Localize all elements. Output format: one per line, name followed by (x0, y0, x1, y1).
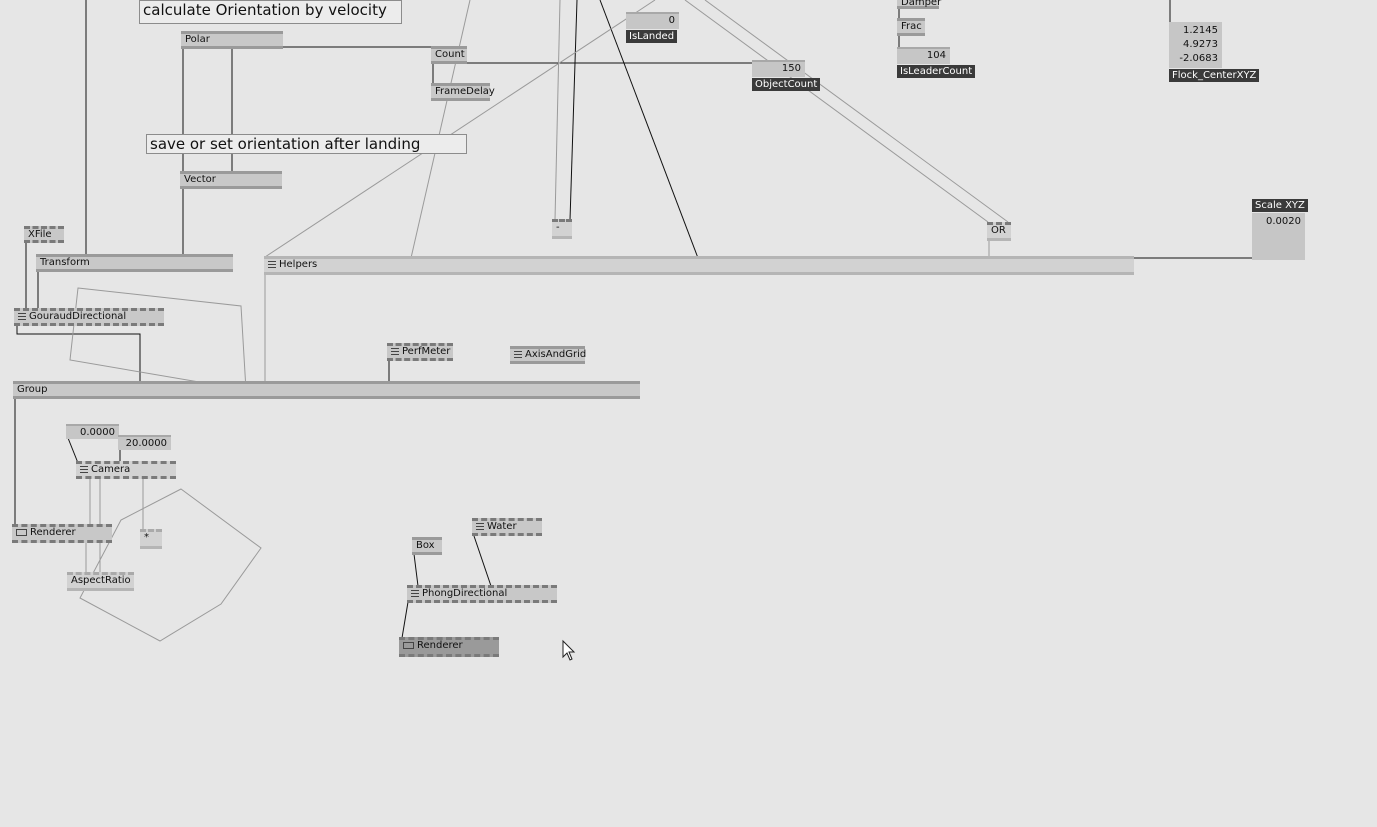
node-helpers-text: Helpers (279, 259, 318, 270)
is-landed-value[interactable]: 0 (626, 12, 679, 29)
node-camera-text: Camera (91, 464, 131, 475)
node-transform[interactable]: Transform (36, 254, 233, 272)
node-minus[interactable]: - (552, 219, 572, 239)
subpatch-icon (268, 261, 276, 268)
window-icon (16, 529, 27, 536)
comment-orientation: calculate Orientation by velocity (139, 0, 402, 24)
subpatch-icon (411, 590, 419, 597)
node-minus-label: - (556, 222, 560, 233)
node-aspect-label: AspectRatio (71, 575, 131, 586)
subpatch-icon (514, 351, 522, 358)
node-gouraud-text: GouraudDirectional (29, 311, 127, 322)
node-vector[interactable]: Vector (180, 171, 282, 189)
is-leader-count-tag: IsLeaderCount (897, 65, 976, 78)
node-renderer-1-label: Renderer (16, 527, 76, 539)
node-gouraud-directional[interactable]: GouraudDirectional (14, 308, 164, 326)
node-transform-label: Transform (40, 257, 90, 268)
flock-x-value: 1.2145 (1183, 25, 1218, 36)
node-helpers-label: Helpers (268, 259, 317, 271)
node-box[interactable]: Box (412, 537, 442, 555)
node-renderer-1-text: Renderer (30, 527, 76, 538)
flock-y-value: 4.9273 (1183, 39, 1218, 50)
node-damper-label: Damper (901, 0, 942, 8)
node-count-label: Count (435, 49, 465, 60)
node-frame-delay-label: FrameDelay (435, 86, 495, 97)
node-perfmeter[interactable]: PerfMeter (387, 343, 453, 361)
node-polar[interactable]: Polar (181, 31, 283, 49)
camera-input-a[interactable]: 0.0000 (66, 424, 119, 439)
node-phong-label: PhongDirectional (411, 588, 507, 600)
node-axis-grid-text: AxisAndGrid (525, 349, 587, 360)
node-vector-label: Vector (184, 174, 216, 185)
flock-z-value: -2.0683 (1179, 53, 1218, 64)
subpatch-icon (476, 523, 484, 530)
scale-xyz-value[interactable]: 0.0020 (1252, 213, 1305, 260)
node-axis-grid-label: AxisAndGrid (514, 349, 586, 361)
scale-xyz-tag: Scale XYZ (1252, 199, 1308, 212)
node-frame-delay[interactable]: FrameDelay (431, 83, 495, 101)
object-count-tag: ObjectCount (752, 78, 821, 91)
node-camera-label: Camera (80, 464, 130, 476)
is-leader-count-value[interactable]: 104 (897, 47, 950, 64)
node-renderer-1[interactable]: Renderer (12, 524, 112, 543)
node-polar-label: Polar (185, 34, 210, 45)
node-group-label: Group (17, 384, 48, 395)
node-renderer-2-label: Renderer (403, 640, 463, 652)
node-frac-label: Frac (901, 21, 922, 32)
node-count[interactable]: Count (431, 46, 467, 64)
node-camera[interactable]: Camera (76, 461, 176, 479)
is-landed-tag: IsLanded (626, 30, 678, 43)
node-helpers[interactable]: Helpers (264, 256, 1134, 275)
node-xfile-label: XFile (28, 229, 52, 240)
node-perfmeter-text: PerfMeter (402, 346, 451, 357)
node-renderer-2[interactable]: Renderer (399, 637, 499, 657)
node-water-text: Water (487, 521, 517, 532)
node-phong-text: PhongDirectional (422, 588, 508, 599)
camera-input-b[interactable]: 20.0000 (118, 435, 171, 450)
node-gouraud-label: GouraudDirectional (18, 311, 126, 323)
subpatch-icon (80, 466, 88, 473)
node-or-label: OR (991, 225, 1006, 236)
node-axis-and-grid[interactable]: AxisAndGrid (510, 346, 586, 364)
node-group[interactable]: Group (13, 381, 640, 399)
node-water[interactable]: Water (472, 518, 542, 536)
object-count-value[interactable]: 150 (752, 60, 805, 77)
comment-landing: save or set orientation after landing (146, 134, 467, 154)
node-xfile[interactable]: XFile (24, 226, 64, 243)
node-perfmeter-label: PerfMeter (391, 346, 450, 358)
flock-center-tag: Flock_CenterXYZ (1169, 69, 1260, 82)
node-aspect-ratio[interactable]: AspectRatio (67, 572, 134, 591)
node-multiply[interactable]: * (140, 529, 162, 549)
window-icon (403, 642, 414, 649)
node-water-label: Water (476, 521, 517, 533)
subpatch-icon (391, 348, 399, 355)
flock-center-values[interactable]: 1.2145 4.9273 -2.0683 (1169, 22, 1222, 68)
node-renderer-2-text: Renderer (417, 640, 463, 651)
node-box-label: Box (416, 540, 435, 551)
node-phong-directional[interactable]: PhongDirectional (407, 585, 557, 603)
subpatch-icon (18, 313, 26, 320)
node-frac[interactable]: Frac (897, 18, 925, 36)
node-damper[interactable]: Damper (897, 0, 942, 9)
node-or[interactable]: OR (987, 222, 1011, 241)
node-multiply-label: * (144, 532, 149, 543)
